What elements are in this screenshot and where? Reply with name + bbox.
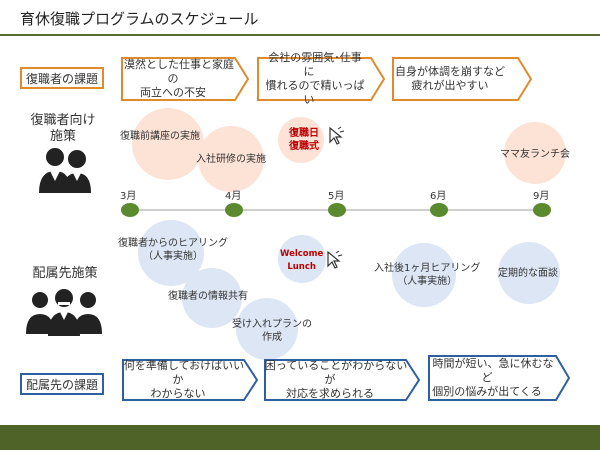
event-text: 入社後1ヶ月ヒアリング	[374, 263, 481, 274]
returnee-issue-1: 漠然とした仕事と家庭の両立への不安	[121, 57, 249, 101]
role-text: 復職者向け	[30, 113, 96, 128]
arrow-shape-icon	[122, 359, 258, 401]
event-text: 復職者からのヒアリング	[118, 238, 228, 249]
dept-issues-label: 配属先の課題	[20, 373, 104, 395]
event-bubble	[504, 122, 566, 184]
people-icon	[39, 148, 91, 193]
cursor-click-icon	[329, 126, 345, 145]
footer-bar	[0, 425, 600, 450]
arrow-shape-icon	[428, 355, 570, 401]
issue-text: 漠然とした仕事と家庭の	[124, 58, 234, 85]
timeline-dot	[533, 203, 551, 217]
title-divider	[0, 34, 600, 36]
event-acceptance-plan: 受け入れプランの作成	[232, 318, 312, 344]
event-mom-lunch: ママ友ランチ会	[500, 149, 570, 160]
event-text: 復職式	[289, 141, 319, 152]
issue-text: 疲れが出やすい	[411, 79, 489, 92]
page-title: 育休復職プログラムのスケジュール	[20, 10, 259, 28]
dept-issue-2: 困っていることがわからないが対応を求められる	[264, 359, 420, 401]
event-text: Lunch	[287, 262, 316, 272]
event-bubble	[392, 243, 456, 307]
dept-issue-3: 時間が短い、急に休むなど個別の悩みが出てくる	[428, 355, 570, 401]
event-text: 受け入れプランの	[232, 319, 312, 330]
timeline-dot	[430, 203, 448, 217]
event-text: 作成	[262, 332, 282, 343]
event-bubble	[182, 268, 242, 328]
event-returnee-hearing: 復職者からのヒアリング （人事実施）	[118, 237, 228, 263]
timeline-dot	[121, 203, 139, 217]
event-bubble	[498, 242, 560, 304]
event-one-month-hearing: 入社後1ヶ月ヒアリング （人事実施）	[374, 262, 480, 288]
issue-text: 対応を求められる	[286, 387, 374, 400]
event-text: Welcome	[280, 249, 324, 259]
event-orientation: 入社研修の実施	[196, 154, 266, 165]
returnee-issue-2: 会社の雰囲気･仕事に慣れるので精いっぱい	[257, 51, 385, 106]
returnee-issue-3: 自身が体調を崩すなど疲れが出やすい	[392, 57, 532, 101]
month-label: 3月	[120, 191, 137, 202]
event-pre-return-course: 復職前講座の実施	[120, 131, 200, 142]
people-icon	[26, 289, 102, 336]
arrow-shape-icon	[392, 57, 532, 101]
month-label: 4月	[225, 191, 242, 202]
event-regular-interview: 定期的な面談	[498, 268, 558, 279]
timeline-dot	[328, 203, 346, 217]
dept-measures-label: 配属先施策	[32, 266, 98, 281]
issue-text: 会社の雰囲気･仕事に	[268, 51, 362, 78]
month-label: 9月	[533, 191, 550, 202]
event-bubble	[278, 235, 326, 283]
arrow-shape-icon	[121, 57, 249, 101]
issue-text: 困っていることがわからないが	[264, 359, 408, 386]
month-label: 6月	[430, 191, 447, 202]
issue-text: わからない	[150, 387, 206, 400]
event-text: （人事実施）	[397, 276, 458, 287]
month-label: 5月	[328, 191, 345, 202]
issue-text: 慣れるので精いっぱい	[265, 79, 365, 106]
issue-text: 自身が体調を崩すなど	[395, 65, 505, 78]
event-text: （人事実施）	[143, 251, 203, 262]
event-bubble	[132, 108, 204, 180]
event-bubble	[236, 298, 298, 360]
event-bubble	[198, 126, 264, 192]
role-text: 施策	[49, 129, 76, 144]
cursor-click-icon	[327, 250, 343, 269]
issue-text: 時間が短い、急に休むなど	[432, 357, 554, 384]
timeline-dot	[225, 203, 243, 217]
event-return-day: 復職日復職式	[289, 127, 319, 153]
returnee-issues-label: 復職者の課題	[20, 67, 104, 89]
event-bubble	[278, 117, 324, 163]
timeline-line	[130, 209, 540, 211]
issue-text: 個別の悩みが出てくる	[432, 385, 542, 398]
event-info-sharing: 復職者の情報共有	[168, 291, 248, 302]
dept-issue-1: 何を準備しておけばいいかわからない	[122, 359, 258, 401]
issue-text: 何を準備しておけばいいか	[123, 359, 245, 386]
issue-text: 両立への不安	[140, 86, 206, 99]
arrow-shape-icon	[257, 57, 385, 101]
arrow-shape-icon	[264, 359, 420, 401]
event-text: 復職日	[289, 128, 319, 139]
returnee-measures-label: 復職者向け施策	[28, 113, 98, 145]
